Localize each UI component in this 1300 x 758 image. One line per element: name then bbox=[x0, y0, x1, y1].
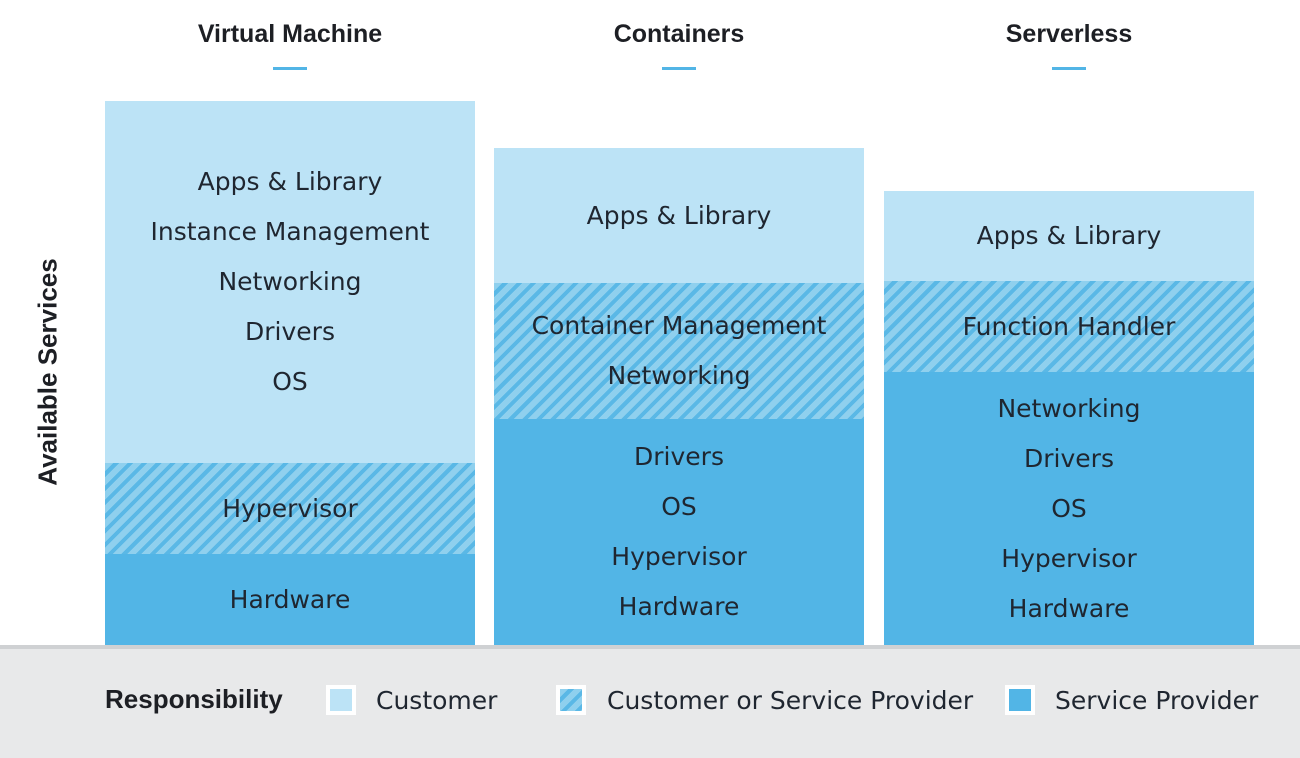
customer-band: Apps & Library bbox=[494, 148, 864, 283]
service-item: Hypervisor bbox=[611, 542, 747, 571]
service-item: Drivers bbox=[634, 442, 724, 471]
title-underline bbox=[1052, 67, 1086, 70]
column-title: Virtual Machine bbox=[197, 20, 383, 48]
service-item: Drivers bbox=[1024, 443, 1114, 473]
y-axis-label: Available Services bbox=[32, 258, 63, 486]
legend-swatch-customer bbox=[326, 685, 356, 715]
service-item: Networking bbox=[218, 267, 362, 296]
title-underline bbox=[273, 67, 307, 70]
shared-band: Hypervisor bbox=[105, 463, 475, 554]
service-item: OS bbox=[661, 492, 697, 521]
service-item: Apps & Library bbox=[586, 200, 772, 230]
service-item: Hypervisor bbox=[222, 493, 358, 523]
service-item: Networking bbox=[997, 393, 1141, 423]
service-item: Hardware bbox=[229, 584, 351, 614]
title-underline bbox=[662, 67, 696, 70]
legend-swatch-provider bbox=[1005, 685, 1035, 715]
shared-band: Function Handler bbox=[884, 281, 1254, 372]
service-item: Instance Management bbox=[150, 217, 430, 246]
service-item: Drivers bbox=[245, 317, 335, 346]
provider-band: Hardware bbox=[105, 554, 475, 645]
legend-label-shared: Customer or Service Provider bbox=[607, 686, 974, 715]
legend-label-customer: Customer bbox=[376, 686, 498, 715]
service-item: Function Handler bbox=[962, 311, 1176, 341]
legend-swatch-shared bbox=[556, 685, 586, 715]
service-item: Networking bbox=[607, 361, 751, 390]
service-item: OS bbox=[1051, 493, 1087, 523]
column-title: Containers bbox=[613, 20, 745, 48]
service-item: Container Management bbox=[531, 311, 827, 340]
service-item: Apps & Library bbox=[197, 167, 383, 196]
service-item: Hypervisor bbox=[1001, 543, 1137, 573]
service-item: OS bbox=[272, 367, 308, 396]
legend-title: Responsibility bbox=[105, 684, 283, 714]
customer-band: Apps & Library bbox=[884, 191, 1254, 281]
legend-label-provider: Service Provider bbox=[1055, 686, 1259, 715]
service-item: Hardware bbox=[1008, 593, 1130, 623]
column-title: Serverless bbox=[1005, 20, 1133, 48]
service-item: Apps & Library bbox=[976, 221, 1162, 250]
service-item: Hardware bbox=[618, 592, 740, 621]
legend-bar bbox=[0, 645, 1300, 758]
